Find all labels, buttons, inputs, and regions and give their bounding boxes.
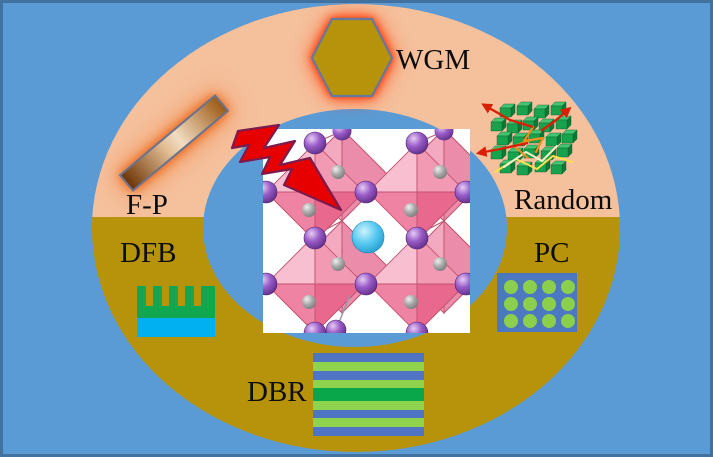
halide-sphere <box>434 129 454 141</box>
halide-sphere <box>332 129 352 141</box>
hexagon-microdisk-icon <box>310 17 394 98</box>
label-fp: F-P <box>126 189 168 221</box>
ring-top-half <box>92 4 620 217</box>
label-pc: PC <box>534 237 570 269</box>
cavity-ring <box>92 4 620 452</box>
ring-bottom-half <box>92 217 620 452</box>
light-scattering-paths <box>494 125 573 173</box>
emission-arrows <box>475 103 572 157</box>
label-wgm: WGM <box>396 44 471 76</box>
lightning-bolt-icon <box>230 123 343 212</box>
scattering-cubes-icon <box>475 101 578 176</box>
label-dfb: DFB <box>120 237 177 269</box>
photonic-crystal-dots-icon <box>497 273 577 332</box>
bragg-mirror-stripes-icon <box>313 353 424 436</box>
grating-comb-icon <box>137 286 215 337</box>
label-random: Random <box>514 184 613 216</box>
label-dbr: DBR <box>247 376 307 408</box>
nanowire-bar-icon <box>118 94 230 192</box>
a-site-cyan-sphere <box>351 220 385 254</box>
gray-spheres <box>302 165 447 309</box>
purple-spheres <box>263 131 470 333</box>
